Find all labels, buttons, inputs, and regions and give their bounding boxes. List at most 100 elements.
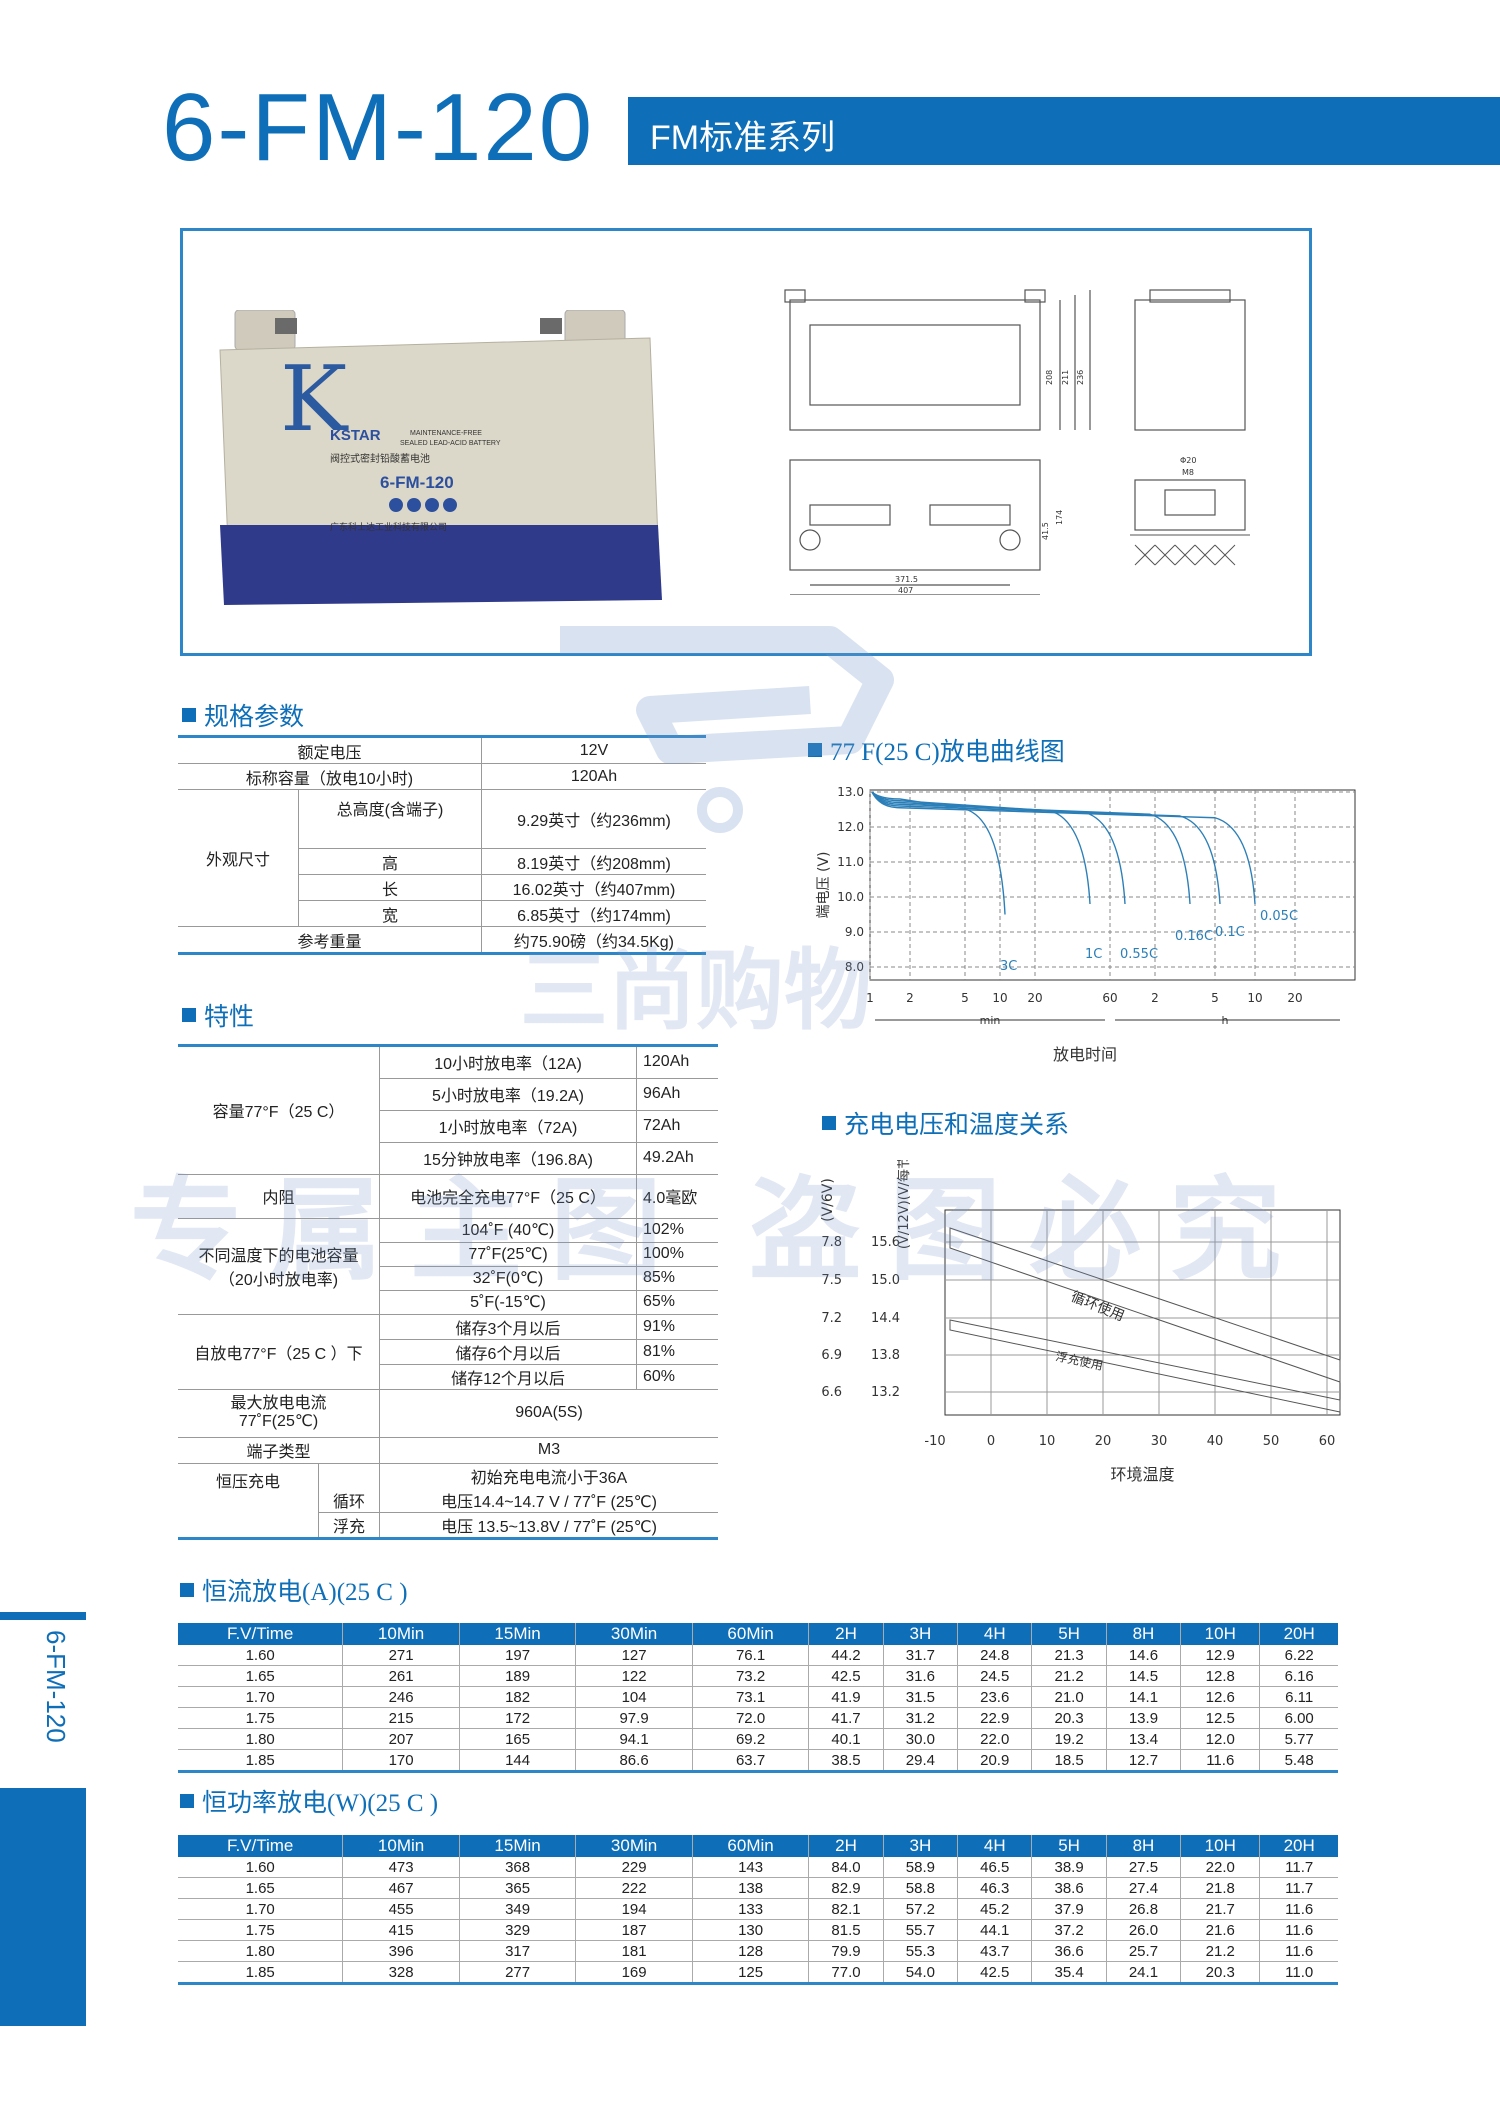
table-cell: 24.1 <box>1106 1961 1182 1985</box>
feature-value: 85% <box>636 1266 718 1291</box>
table-cell: 73.1 <box>692 1686 810 1708</box>
series-label: 1C <box>1085 947 1102 962</box>
table-cell: 86.6 <box>575 1749 693 1773</box>
technical-drawing: 208 211 236 41.5 174 371.5 407 Φ20 M8 <box>784 289 1250 595</box>
feature-key: 104˚F (40℃) <box>379 1218 637 1243</box>
battery-base <box>220 525 662 605</box>
feature-key: 15分钟放电率（196.8A) <box>379 1142 637 1175</box>
table-cell: 246 <box>342 1686 460 1708</box>
cp-title: 恒功率放电(W)(25 C ) <box>180 1783 438 1819</box>
dim-211: 211 <box>1061 370 1070 385</box>
x-tick-label: -10 <box>924 1434 945 1449</box>
table-cell: 69.2 <box>692 1728 810 1750</box>
y-tick-6v: 6.6 <box>821 1385 842 1400</box>
table-cell: 11.7 <box>1259 1877 1338 1899</box>
table-cell: 143 <box>692 1857 810 1878</box>
table-cell: 5.48 <box>1259 1749 1338 1773</box>
table-cell: 30.0 <box>883 1728 959 1750</box>
spec-label: 参考重量 <box>178 926 482 955</box>
table-cell: 23.6 <box>957 1686 1033 1708</box>
table-cell: 127 <box>575 1645 693 1666</box>
y-tick-label: 8.0 <box>845 960 864 974</box>
series-band <box>949 1319 1341 1413</box>
table-cell: 182 <box>459 1686 577 1708</box>
table-cell: 368 <box>459 1857 577 1878</box>
table-cell: 125 <box>692 1961 810 1985</box>
table-cell: 44.2 <box>808 1645 884 1666</box>
table-header-cell: 60Min <box>692 1623 810 1645</box>
table-cell: 20.3 <box>1031 1707 1107 1729</box>
table-cell: 181 <box>575 1940 693 1962</box>
table-cell: 29.4 <box>883 1749 959 1773</box>
brand-label: KSTAR <box>330 427 381 444</box>
table-cell: 77.0 <box>808 1961 884 1985</box>
cc-title: 恒流放电(A)(25 C ) <box>180 1572 408 1608</box>
table-cell: 1.80 <box>178 1940 344 1962</box>
feature-sublabel: 浮充 <box>318 1512 380 1540</box>
dim-m8: M8 <box>1182 468 1194 477</box>
table-cell: 21.2 <box>1180 1940 1261 1962</box>
series-label: 0.16C <box>1175 929 1213 944</box>
dim-407: 407 <box>898 586 913 595</box>
table-cell: 11.6 <box>1259 1898 1338 1920</box>
table-cell: 194 <box>575 1898 693 1920</box>
table-cell: 415 <box>342 1919 460 1941</box>
spec-sublabel: 宽 <box>298 900 482 927</box>
table-cell: 6.11 <box>1259 1686 1338 1708</box>
table-header-cell: 8H <box>1106 1623 1182 1645</box>
table-cell: 44.1 <box>957 1919 1033 1941</box>
table-header-cell: 30Min <box>575 1623 693 1645</box>
spec-value: 16.02英寸（约407mm) <box>481 874 706 901</box>
table-cell: 55.3 <box>883 1940 959 1962</box>
table-cell: 31.5 <box>883 1686 959 1708</box>
series-line <box>871 791 1256 905</box>
terminal-icon <box>540 318 562 334</box>
table-cell: 172 <box>459 1707 577 1729</box>
table-cell: 46.3 <box>957 1877 1033 1899</box>
table-cell: 197 <box>459 1645 577 1666</box>
spec-value: 120Ah <box>481 763 706 790</box>
y-axis-label-12v: (V/12V)(V/每节) <box>896 1160 912 1249</box>
table-header-cell: 8H <box>1106 1835 1182 1857</box>
table-cell: 37.9 <box>1031 1898 1107 1920</box>
y-tick-6v: 7.5 <box>821 1273 842 1288</box>
k-logo-icon: K <box>280 347 349 452</box>
series-banner: FM标准系列 <box>628 97 1500 165</box>
table-cell: 1.85 <box>178 1749 344 1773</box>
feature-label: 容量77°F（25 C） <box>178 1047 380 1175</box>
feature-value: 102% <box>636 1218 718 1243</box>
feature-value: 72Ah <box>636 1110 718 1143</box>
table-cell: 396 <box>342 1940 460 1962</box>
x-tick-label: 10 <box>1247 991 1262 1005</box>
table-cell: 94.1 <box>575 1728 693 1750</box>
table-cell: 14.6 <box>1106 1645 1182 1666</box>
table-header-cell: 15Min <box>459 1623 577 1645</box>
table-cell: 54.0 <box>883 1961 959 1985</box>
series-label: 循环使用 <box>1069 1288 1127 1325</box>
table-cell: 24.5 <box>957 1665 1033 1687</box>
y-axis-label-6v: (V/6V) <box>820 1178 836 1222</box>
table-cell: 40.1 <box>808 1728 884 1750</box>
min-unit-label: min <box>980 1014 1001 1027</box>
table-cell: 79.9 <box>808 1940 884 1962</box>
table-cell: 22.0 <box>1180 1857 1261 1878</box>
table-header-cell: 20H <box>1259 1623 1338 1645</box>
table-cell: 13.9 <box>1106 1707 1182 1729</box>
table-cell: 42.5 <box>957 1961 1033 1985</box>
table-header-cell: 30Min <box>575 1835 693 1857</box>
table-cell: 12.9 <box>1180 1645 1261 1666</box>
table-cell: 229 <box>575 1857 693 1878</box>
feature-value: 初始充电电流小于36A <box>470 1469 628 1487</box>
table-cell: 41.9 <box>808 1686 884 1708</box>
spec-sublabel: 总高度(含端子) <box>298 789 482 849</box>
series-label: 浮充使用 <box>1054 1348 1104 1373</box>
table-cell: 36.6 <box>1031 1940 1107 1962</box>
spec-value: 8.19英寸（约208mm) <box>481 848 706 875</box>
table-cell: 122 <box>575 1665 693 1687</box>
